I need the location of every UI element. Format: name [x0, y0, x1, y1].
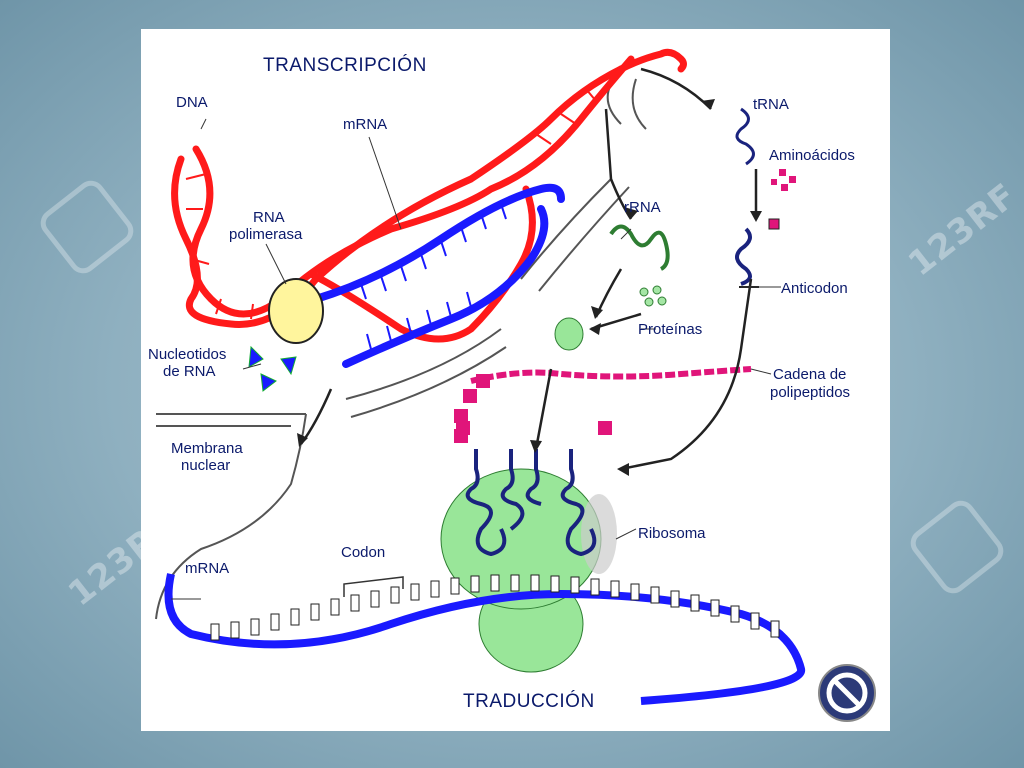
no-entry-icon[interactable] [818, 664, 876, 722]
watermark-logo-icon [35, 175, 139, 279]
title-traduccion: TRADUCCIÓN [463, 690, 595, 712]
label-rna-polimerasa-2: polimerasa [229, 226, 303, 243]
label-codon: Codon [341, 544, 385, 561]
rrna-strand [609, 224, 670, 271]
mrna-bases-top [360, 203, 507, 350]
trna-free [735, 107, 755, 166]
label-cadena-1: Cadena de [773, 366, 846, 383]
leader-lines [171, 118, 781, 600]
protein-synthesis-diagram: TRANSCRIPCIÓN DNA mRNA RNA polimerasa Nu… [148, 48, 876, 722]
proteins-dots [639, 285, 667, 307]
label-membrana-1: Membrana [171, 440, 243, 457]
title-transcripcion: TRANSCRIPCIÓN [263, 54, 427, 76]
trna-charged [735, 218, 780, 288]
label-rna-polimerasa-1: RNA [253, 209, 285, 226]
mrna-translation [164, 573, 806, 705]
label-ribosoma: Ribosoma [638, 525, 706, 542]
arrow-heads [297, 99, 762, 476]
mrna-transcription [312, 183, 565, 368]
codon-bracket [343, 576, 404, 597]
label-dna: DNA [176, 94, 208, 111]
label-mrna-top: mRNA [343, 116, 387, 133]
label-cadena-2: polipeptidos [770, 384, 850, 401]
trna-on-ribosome [465, 449, 597, 557]
ribosome-subunit-small [554, 317, 584, 351]
watermark-logo-icon [905, 495, 1009, 599]
amino-acids [771, 169, 796, 191]
label-trna: tRNA [753, 96, 789, 113]
label-aminoacidos: Aminoácidos [769, 147, 855, 164]
diagram-panel: TRANSCRIPCIÓN DNA mRNA RNA polimerasa Nu… [141, 29, 890, 731]
polypeptide-chain [454, 366, 752, 443]
rna-nucleotides [248, 345, 297, 392]
dna-rungs [185, 88, 597, 320]
label-membrana-2: nuclear [181, 457, 230, 474]
label-nucleotidos-2: de RNA [163, 363, 216, 380]
rna-polymerase [268, 278, 324, 344]
label-nucleotidos-1: Nucleotidos [148, 346, 226, 363]
label-rrna: rRNA [624, 199, 661, 216]
label-mrna-bottom: mRNA [185, 560, 229, 577]
label-proteinas: Proteínas [638, 321, 702, 338]
label-anticodon: Anticodon [781, 280, 848, 297]
watermark-text: 123RF [900, 175, 1024, 285]
